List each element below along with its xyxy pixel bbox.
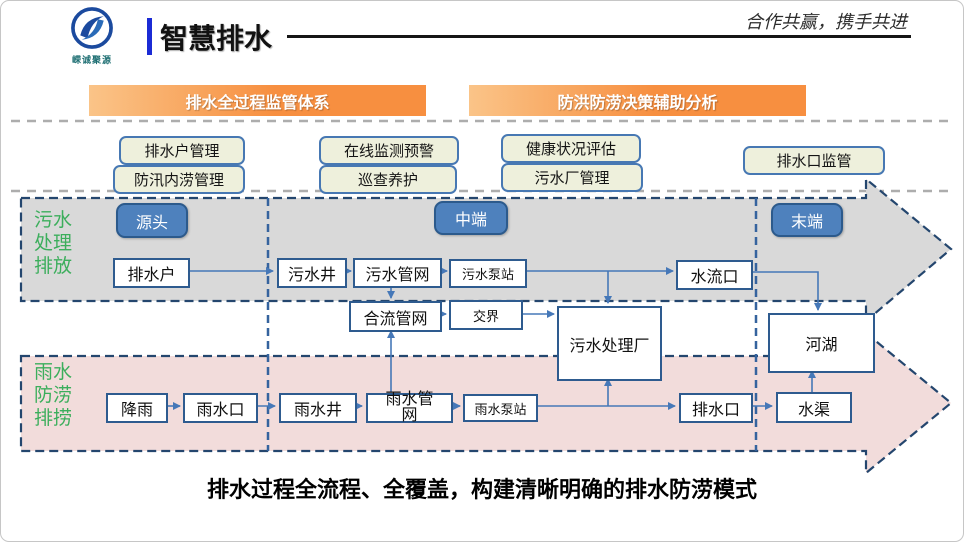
flow-box-river-lake: 河湖 — [768, 313, 875, 373]
mgmt-box-flood-waterlogging: 防汛内涝管理 — [113, 165, 245, 194]
flow-box-sewage-treatment-plant: 污水处理厂 — [557, 306, 662, 381]
flow-box-sewage-well: 污水井 — [277, 258, 347, 288]
mgmt-box-inspection-maintenance: 巡查养护 — [319, 165, 457, 194]
title-accent-bar — [147, 18, 152, 55]
logo-text: 嵘诚聚源 — [71, 55, 112, 65]
flow-box-rainfall: 降雨 — [106, 393, 168, 423]
flow-box-rain-pipe-network: 雨水管网 — [366, 391, 453, 424]
flow-box-rain-well: 雨水井 — [279, 393, 357, 423]
row-label-rain: 雨水 防涝 排捞 — [34, 362, 73, 429]
logo: 嵘诚聚源 — [56, 6, 128, 66]
mgmt-box-sewage-plant: 污水厂管理 — [501, 163, 643, 192]
stage-badge-middle: 中端 — [434, 201, 508, 235]
mgmt-box-health-assessment: 健康状况评估 — [501, 134, 641, 163]
flow-box-rain-inlet: 雨水口 — [183, 393, 258, 423]
flow-box-sewage-pump-station: 污水泵站 — [449, 259, 527, 288]
mgmt-box-online-monitoring: 在线监测预警 — [319, 136, 459, 165]
mgmt-box-drainage-user: 排水户管理 — [119, 136, 245, 165]
stage-badge-source: 源头 — [116, 203, 188, 238]
header-slogan: 合作共赢，携手共进 — [745, 12, 907, 32]
rain-pipe-network-label: 雨水管网 — [385, 391, 434, 424]
stage-badge-end: 末端 — [771, 203, 843, 237]
flow-box-junction: 交界 — [449, 300, 523, 330]
banner-flood-decision-analysis: 防洪防涝决策辅助分析 — [469, 85, 806, 116]
row-label-sewage: 污水 处理 排放 — [34, 210, 73, 277]
flow-box-drain-outlet: 排水口 — [679, 393, 753, 423]
flow-box-water-outlet: 水流口 — [676, 260, 753, 290]
flow-box-sewage-pipe-network: 污水管网 — [353, 258, 442, 288]
flow-box-channel: 水渠 — [776, 392, 852, 423]
flow-box-combined-pipe-network: 合流管网 — [349, 301, 442, 332]
logo-icon — [71, 7, 113, 49]
page-title: 智慧排水 — [160, 23, 273, 54]
mgmt-box-outlet-supervision: 排水口监管 — [743, 146, 885, 175]
flow-box-drainage-user: 排水户 — [113, 258, 190, 288]
slide-caption: 排水过程全流程、全覆盖，构建清晰明确的排水防涝模式 — [206, 477, 757, 502]
banner-supervision-system: 排水全过程监管体系 — [89, 85, 426, 116]
header-rule — [287, 35, 911, 38]
flow-box-rain-pump-station: 雨水泵站 — [463, 394, 538, 422]
